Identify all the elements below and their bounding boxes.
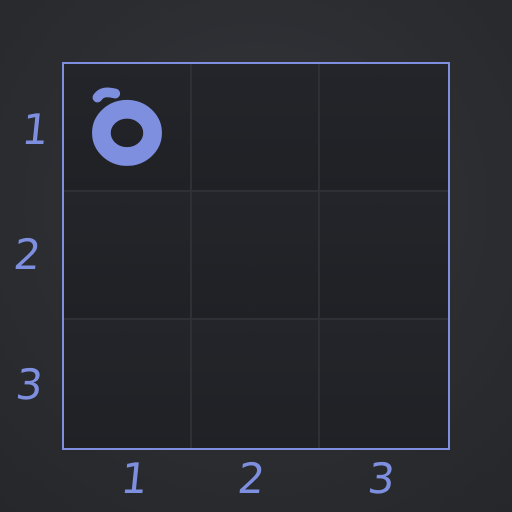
o-mark-ring [92, 99, 162, 166]
cell-2-3[interactable] [320, 192, 448, 320]
tic-tac-toe-board [62, 62, 450, 450]
column-label-2: 2 [235, 454, 268, 503]
row-label-1: 1 [19, 105, 52, 154]
o-mark-tail [92, 87, 121, 103]
column-label-3: 3 [365, 454, 398, 503]
cell-1-3[interactable] [320, 64, 448, 192]
row-label-3: 3 [13, 360, 46, 409]
cell-1-1[interactable] [64, 64, 192, 192]
cell-2-1[interactable] [64, 192, 192, 320]
row-label-2: 2 [11, 230, 44, 279]
cell-3-2[interactable] [192, 320, 320, 448]
cell-3-1[interactable] [64, 320, 192, 448]
o-mark [92, 87, 162, 166]
cell-2-2[interactable] [192, 192, 320, 320]
column-label-1: 1 [118, 454, 151, 503]
board-grid [64, 64, 448, 448]
cell-1-2[interactable] [192, 64, 320, 192]
cell-3-3[interactable] [320, 320, 448, 448]
